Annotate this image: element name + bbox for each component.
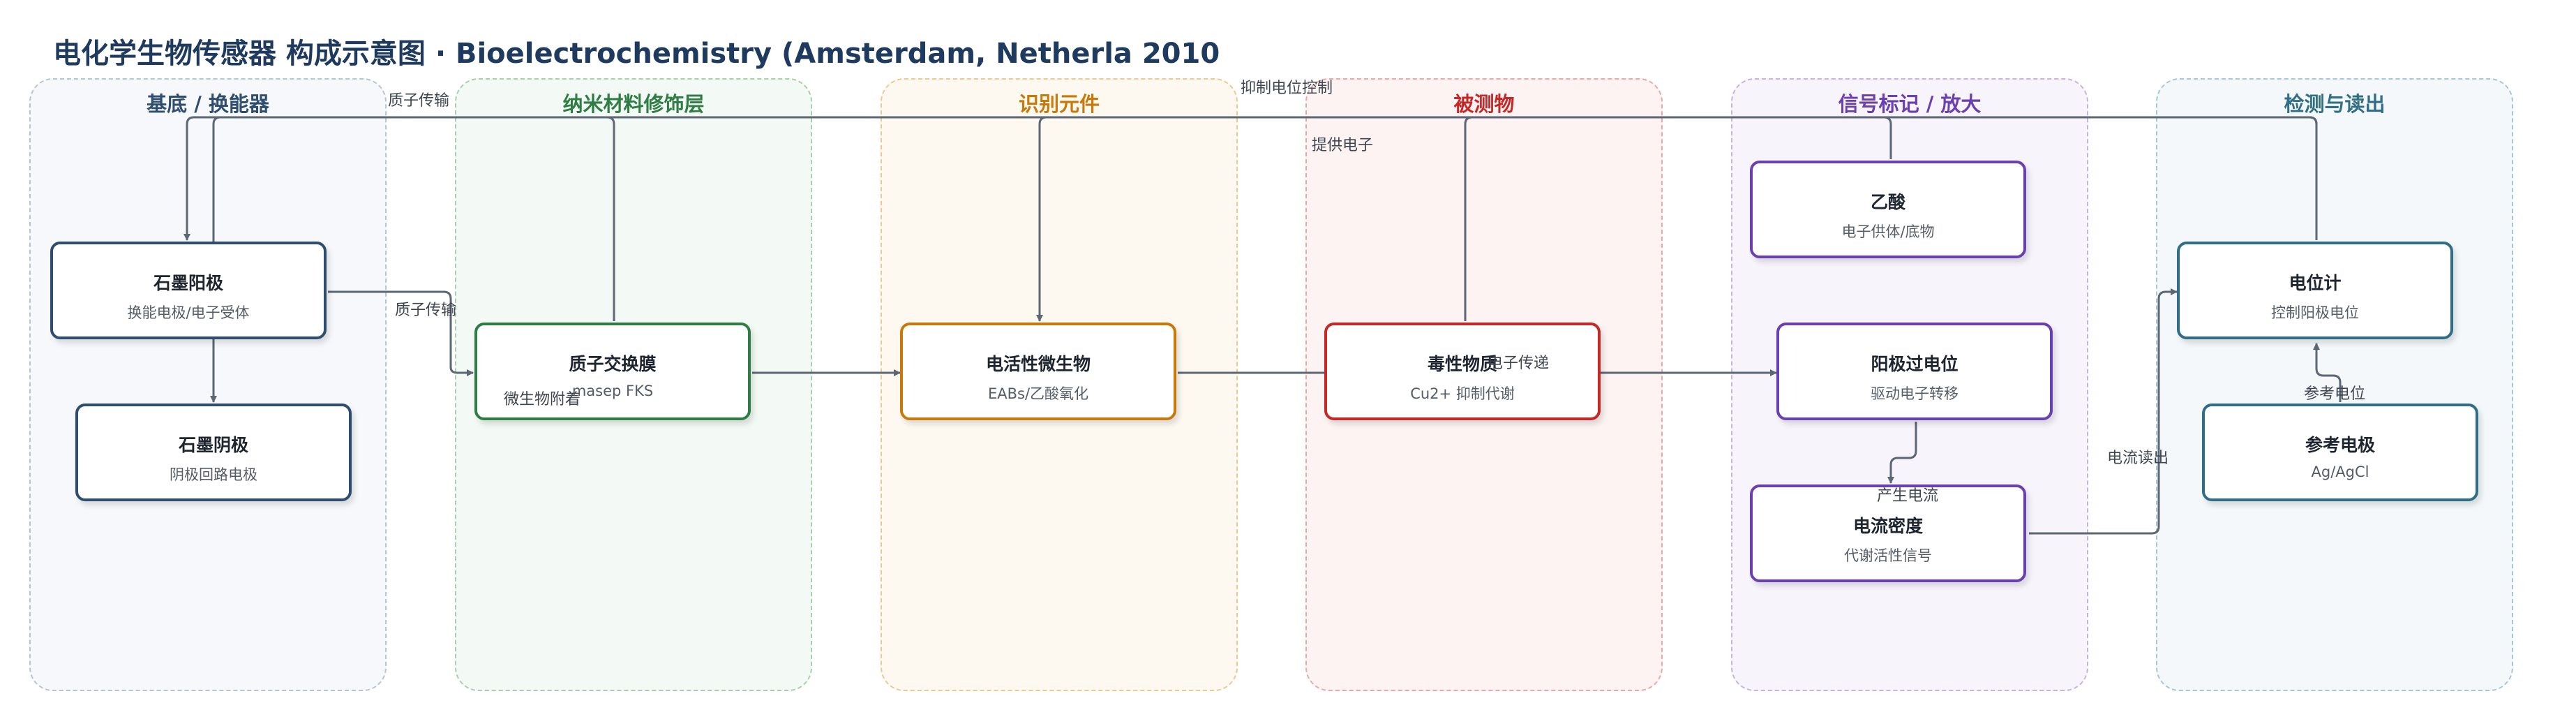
edge-acetate-to-anode	[1464, 116, 1892, 321]
node-title: 石墨阴极	[178, 435, 248, 455]
edge-current-to-potentiostat	[2029, 288, 2178, 535]
edge-label-reference-potential: 参考电位	[2304, 385, 2366, 403]
edge-label-generate-current: 产生电流	[1877, 487, 1939, 505]
node-title: 电流密度	[1852, 516, 1923, 536]
node-acetate: 乙酸 电子供体/底物	[1750, 161, 2026, 258]
node-subtitle: Cu2+ 抑制代谢	[1410, 385, 1515, 402]
edge-ref-to-potentiostat	[2313, 343, 2342, 402]
lane-title-nano: 纳米材料修饰层	[562, 92, 705, 116]
node-subtitle: 代谢活性信号	[1844, 547, 1932, 564]
node-subtitle: 阴极回路电极	[170, 466, 257, 483]
node-potentiostat: 电位计 控制阳极电位	[2177, 242, 2453, 339]
edge-label-proton-transfer-top: 质子传输	[388, 92, 450, 110]
node-subtitle: 换能电极/电子受体	[127, 304, 250, 321]
edge-overpotential-to-current	[1887, 422, 1917, 484]
node-current-density: 电流密度 代谢活性信号	[1750, 484, 2026, 582]
edge-label-electron-transfer: 电子传递	[1488, 355, 1550, 372]
edge-label-proton-transfer: 质子传输	[395, 302, 457, 319]
node-graphite-anode: 石墨阳极 换能电极/电子受体	[50, 242, 327, 339]
lane-title-substrate: 基底 / 换能器	[147, 92, 269, 116]
edge-label-inhibit-control: 抑制电位控制	[1241, 80, 1333, 97]
node-title: 质子交换膜	[569, 354, 657, 374]
node-title: 电活性微生物	[985, 354, 1091, 374]
edge-potentiostat-to-cathode	[210, 116, 2318, 403]
node-title: 电位计	[2289, 273, 2342, 293]
node-subtitle: masep FKS	[571, 383, 654, 399]
lane-title-detection: 检测与读出	[2284, 92, 2386, 116]
node-graphite-cathode: 石墨阴极 阴极回路电极	[75, 404, 352, 501]
node-subtitle: EABs/乙酸氧化	[987, 385, 1089, 402]
node-anode-overpotential: 阳极过电位 驱动电子转移	[1776, 323, 2053, 420]
node-title: 乙酸	[1870, 192, 1905, 212]
node-title: 参考电极	[2305, 435, 2375, 455]
node-title: 阳极过电位	[1871, 354, 1959, 374]
edge-label-current-readout: 电流读出	[2107, 450, 2169, 467]
node-subtitle: 控制阳极电位	[2271, 304, 2359, 321]
node-reference-electrode: 参考电极 Ag/AgCl	[2202, 404, 2478, 501]
edge-label-supply-electrons: 提供电子	[1312, 137, 1374, 154]
node-electroactive-microbe: 电活性微生物 EABs/乙酸氧化	[900, 323, 1176, 420]
lane-title-signal: 信号标记 / 放大	[1838, 92, 1982, 116]
node-subtitle: Ag/AgCl	[2311, 464, 2369, 480]
lane-detection: 检测与读出	[2156, 78, 2513, 691]
edge-potentiostat-to-eab	[1036, 116, 2318, 322]
lane-title-analyte: 被测物	[1453, 92, 1515, 116]
edge-label-microbe-attach: 微生物附着	[504, 391, 581, 408]
page-title: 电化学生物传感器 构成示意图 · Bioelectrochemistry (Am…	[53, 38, 1220, 70]
node-subtitle: 驱动电子转移	[1871, 385, 1959, 402]
node-pem: 质子交换膜 masep FKS	[474, 323, 751, 420]
node-subtitle: 电子供体/底物	[1841, 223, 1935, 240]
edge-anode-to-pem	[328, 290, 474, 376]
node-title: 毒性物质	[1427, 354, 1497, 374]
lane-substrate: 基底 / 换能器	[29, 78, 387, 691]
node-title: 石墨阳极	[153, 273, 223, 293]
lane-title-recognition: 识别元件	[1018, 92, 1100, 116]
node-toxicant: 毒性物质 Cu2+ 抑制代谢	[1324, 323, 1601, 420]
